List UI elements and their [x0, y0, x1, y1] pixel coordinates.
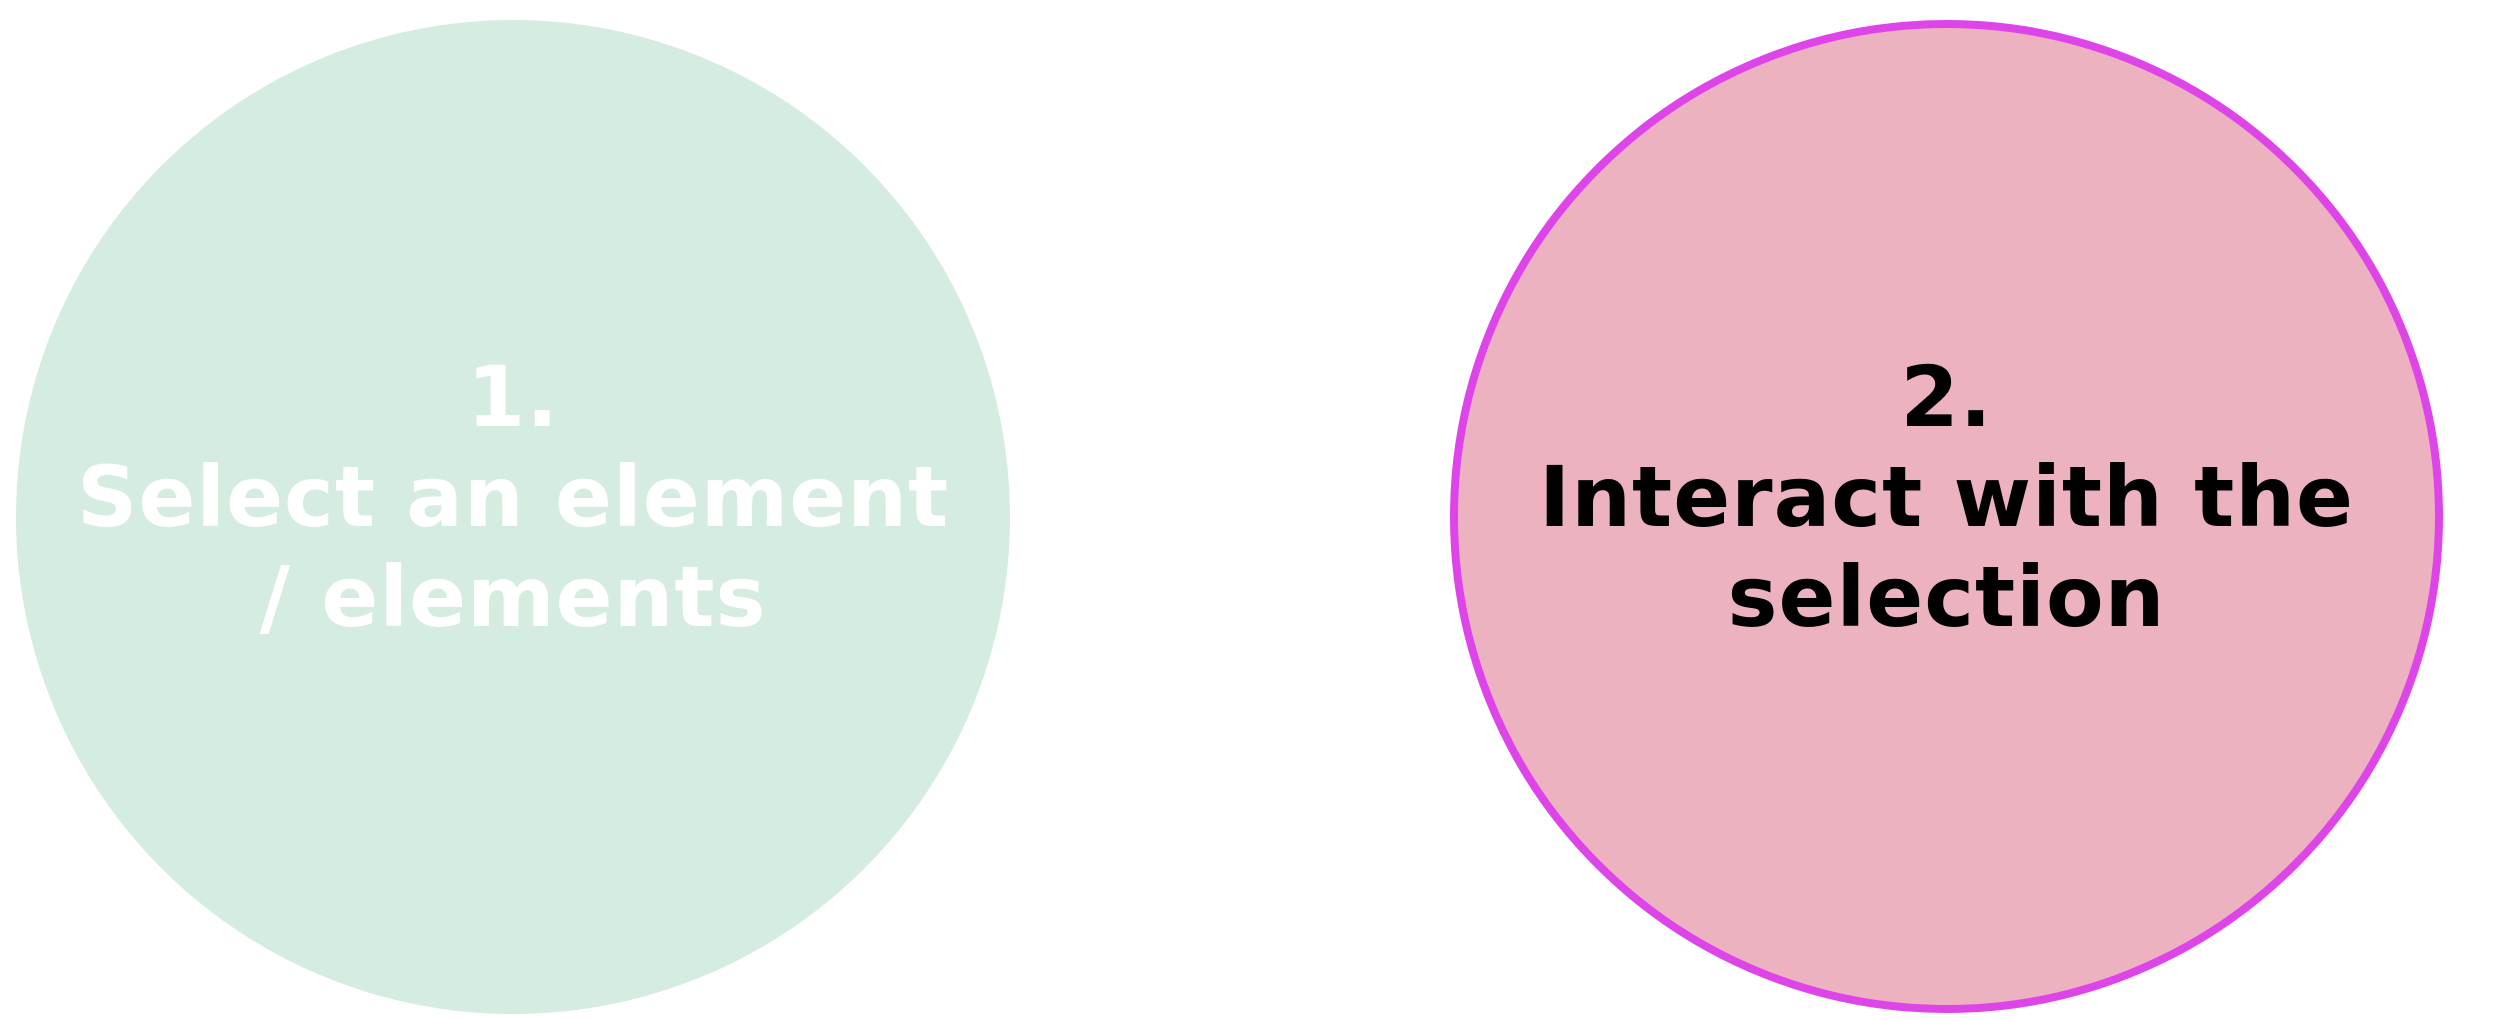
step-1-number: 1.	[466, 348, 560, 446]
step-1-text: 1. Select an element / elements	[63, 347, 963, 647]
step-1-label: Select an element / elements	[76, 448, 950, 646]
step-1-circle: 1. Select an element / elements	[16, 20, 1010, 1014]
step-2-text: 2. Interact with the selection	[1537, 347, 2357, 647]
step-2-label: Interact with the selection	[1539, 447, 2354, 646]
step-2-circle: 2. Interact with the selection	[1450, 20, 2443, 1013]
step-2-number: 2.	[1900, 347, 1993, 446]
